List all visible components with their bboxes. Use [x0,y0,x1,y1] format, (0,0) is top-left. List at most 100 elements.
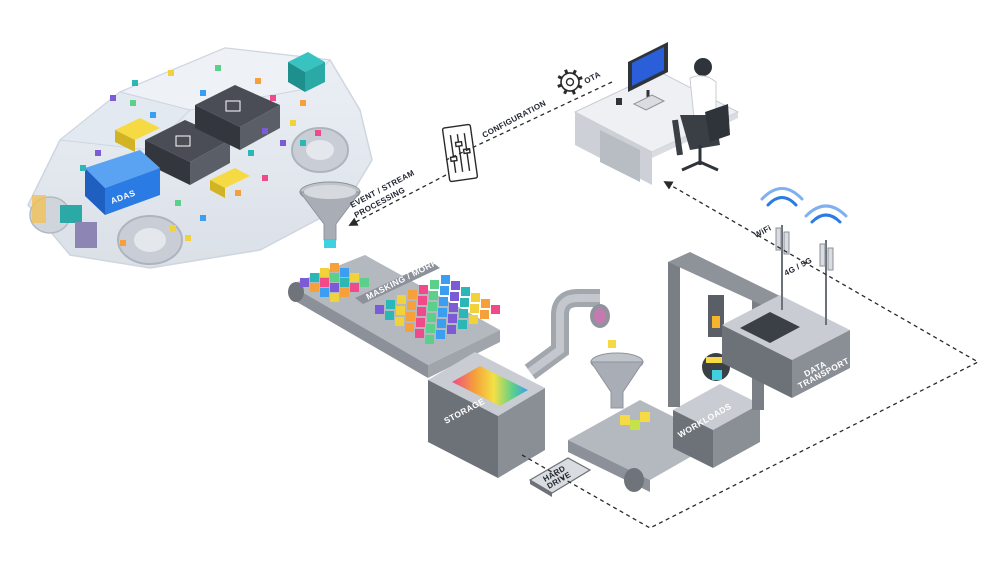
data-cube [350,273,359,282]
data-cube [280,140,286,146]
data-cube [441,275,450,284]
data-cube [330,293,339,302]
data-cube [248,150,254,156]
stream-funnel [299,181,361,248]
data-cube [459,309,468,318]
data-cube [290,120,296,126]
data-cube [120,240,126,246]
data-cube [395,317,404,326]
data-cube [300,100,306,106]
data-cube [450,292,459,301]
data-cube [262,175,268,181]
data-cube [416,318,425,327]
wifi-signal-icon [760,187,848,224]
data-cube [235,190,241,196]
data-cube [460,298,469,307]
data-cube [440,286,449,295]
data-cube [427,313,436,322]
storage-unit: STORAGE [428,352,545,478]
data-cube [255,78,261,84]
data-cube [320,288,329,297]
gear-icon [557,69,583,95]
data-cube [95,150,101,156]
compute-unit [195,85,280,150]
data-cube [330,283,339,292]
data-cube [448,314,457,323]
data-cube [461,287,470,296]
data-cube [481,299,490,308]
data-cube [350,283,359,292]
ota-label: OTA [583,70,602,86]
data-cube [310,273,319,282]
engineer-workstation [573,42,740,185]
data-cube [185,235,191,241]
adas-module: ADAS [85,150,160,215]
data-cube [340,268,349,277]
data-cube [471,293,480,302]
compute-unit [145,120,230,185]
data-cube [168,70,174,76]
hard-drive: HARD DRIVE [528,457,592,497]
sliders-icon [441,123,479,183]
data-cube [315,130,321,136]
data-cube [426,324,435,333]
data-cube [360,278,369,287]
data-cube [438,308,447,317]
data-flow-lines [348,81,980,529]
wifi-label: WiFi [753,223,773,239]
data-cube [396,306,405,315]
data-cube [170,225,176,231]
data-cube [449,303,458,312]
data-cube [406,312,415,321]
data-cube [150,112,156,118]
data-cube [418,296,427,305]
data-cube [270,95,276,101]
data-cube [480,310,489,319]
data-cube [397,295,406,304]
data-cube [430,280,439,289]
data-cube [110,95,116,101]
data-cube [330,263,339,272]
data-cube [132,80,138,86]
data-cube [340,278,349,287]
data-cube [436,330,445,339]
data-cubes [300,263,500,344]
data-cube [408,290,417,299]
data-cube [200,90,206,96]
data-cube [320,278,329,287]
data-cube [470,304,479,313]
data-cube [200,215,206,221]
pipe [524,289,610,380]
data-cube [80,165,86,171]
data-cube [417,307,426,316]
data-cube [428,302,437,311]
data-cube [439,297,448,306]
data-cube [451,281,460,290]
data-cube [375,305,384,314]
data-cube [340,288,349,297]
data-cube [385,311,394,320]
data-cube [447,325,456,334]
data-cube [405,323,414,332]
data-cube [407,301,416,310]
data-cube [175,200,181,206]
configuration-label: CONFIGURATION [481,99,548,140]
data-cube [437,319,446,328]
data-cube [262,128,268,134]
data-cube [429,291,438,300]
data-cube [320,268,329,277]
vehicle-illustration: ADAS [27,47,373,269]
data-cube [419,285,428,294]
cell-tower-icon [775,225,834,325]
data-cube [330,273,339,282]
data-cube [130,100,136,106]
data-cube [386,300,395,309]
data-cube [458,320,467,329]
data-cube [300,278,309,287]
data-cube [310,283,319,292]
data-cubes [80,65,321,246]
data-cube [425,335,434,344]
data-cube [491,305,500,314]
data-cube [469,315,478,324]
